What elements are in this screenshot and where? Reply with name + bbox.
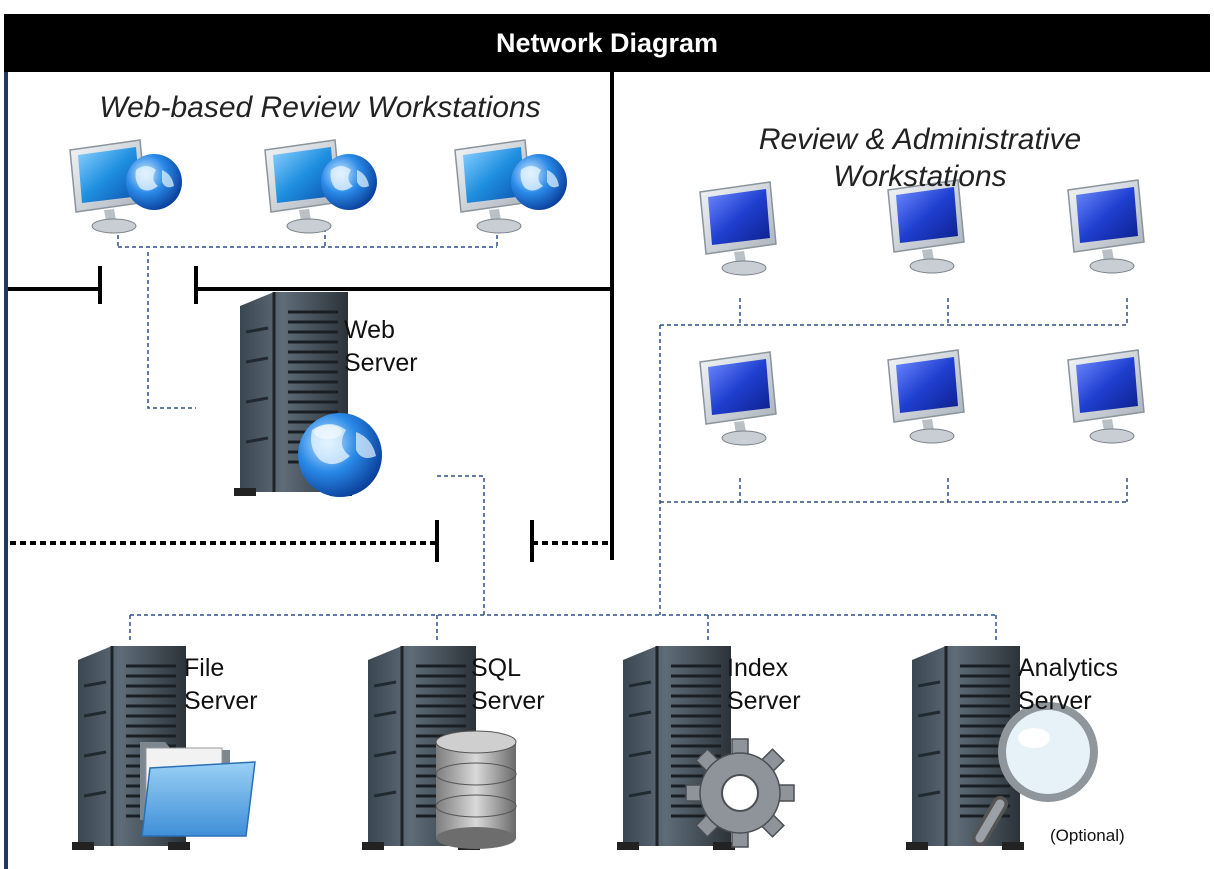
file-server-label: File Server <box>184 654 258 715</box>
database-icon <box>435 730 517 849</box>
admin-workstation-icon <box>699 351 777 446</box>
web-workstation-icon <box>69 139 183 234</box>
network-connectors <box>117 228 1128 642</box>
sql-server-label: SQL Server <box>471 654 545 715</box>
web-review-zone-title: Web-based Review Workstations <box>99 91 541 124</box>
left-border <box>4 14 8 869</box>
diagram-title: Network Diagram <box>4 14 1210 72</box>
globe-icon <box>298 413 382 497</box>
analytics-server-label: Analytics Server <box>1018 654 1119 715</box>
admin-review-zone-title-text: Review & Administrative Workstations <box>758 123 1082 193</box>
admin-review-zone-title: Review & Administrative Workstations <box>690 120 1150 201</box>
admin-workstation-icon <box>1067 349 1145 444</box>
optional-note: (Optional) <box>1050 826 1125 845</box>
index-server-label: Index Server <box>727 654 801 715</box>
gear-icon <box>685 738 795 848</box>
folder-icon <box>140 742 256 837</box>
web-workstation-icon <box>454 139 568 234</box>
magnifier-icon <box>972 702 1098 846</box>
web-workstation-icon <box>264 139 378 234</box>
admin-workstation-icon <box>887 349 965 444</box>
web-server-label: Web Server <box>344 316 418 377</box>
